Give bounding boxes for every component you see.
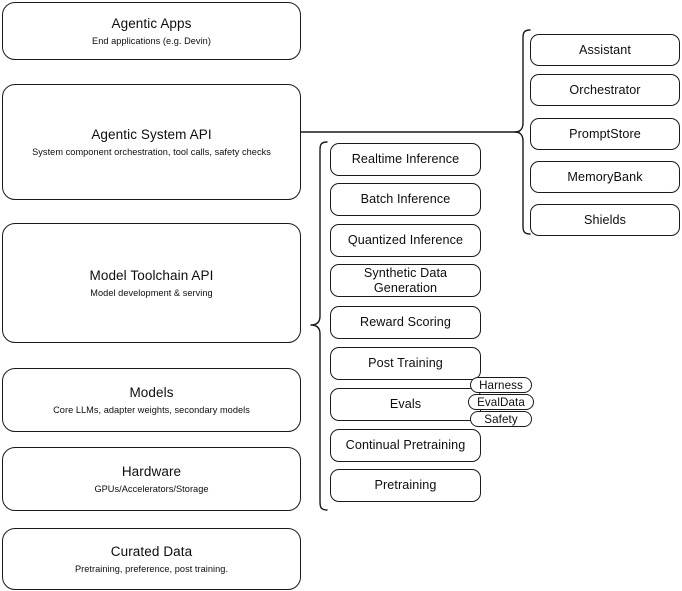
brace-middle-group	[310, 141, 328, 511]
chip-memorybank[interactable]: MemoryBank	[530, 161, 680, 193]
chip-label: Reward Scoring	[360, 315, 451, 329]
layer-card-models[interactable]: Models Core LLMs, adapter weights, secon…	[2, 368, 301, 432]
layer-title: Model Toolchain API	[89, 267, 214, 283]
layer-card-curated-data[interactable]: Curated Data Pretraining, preference, po…	[2, 528, 301, 590]
chip-label: Quantized Inference	[347, 233, 464, 247]
layer-card-agentic-system-api[interactable]: Agentic System API System component orch…	[2, 84, 301, 200]
layer-title: Agentic System API	[91, 126, 212, 142]
layer-title: Hardware	[121, 463, 182, 479]
layer-card-agentic-apps[interactable]: Agentic Apps End applications (e.g. Devi…	[2, 2, 301, 60]
chip-continual-pretraining[interactable]: Continual Pretraining	[330, 429, 481, 462]
chip-label: Evals	[389, 397, 422, 411]
chip-label: MemoryBank	[567, 169, 643, 184]
chip-synthetic-data-generation[interactable]: Synthetic Data Generation	[330, 264, 481, 297]
chip-post-training[interactable]: Post Training	[330, 347, 481, 380]
layer-subtitle: Core LLMs, adapter weights, secondary mo…	[53, 404, 250, 415]
layer-title: Agentic Apps	[111, 15, 192, 31]
chip-label: Pretraining	[374, 478, 437, 492]
chip-quantized-inference[interactable]: Quantized Inference	[330, 224, 481, 257]
pill-evaldata[interactable]: EvalData	[468, 394, 534, 410]
layer-card-hardware[interactable]: Hardware GPUs/Accelerators/Storage	[2, 447, 301, 511]
layer-subtitle: GPUs/Accelerators/Storage	[94, 483, 209, 494]
chip-label: Continual Pretraining	[345, 438, 466, 452]
pill-harness[interactable]: Harness	[470, 377, 532, 393]
brace-right-group	[514, 29, 531, 235]
pill-label: EvalData	[477, 395, 525, 409]
chip-label: Realtime Inference	[351, 152, 460, 166]
pill-label: Safety	[484, 412, 518, 426]
connector-system-api-to-right-group	[300, 131, 520, 133]
layer-subtitle: Model development & serving	[90, 287, 213, 298]
layer-card-model-toolchain-api[interactable]: Model Toolchain API Model development & …	[2, 223, 301, 343]
chip-label: Batch Inference	[360, 192, 451, 206]
chip-reward-scoring[interactable]: Reward Scoring	[330, 306, 481, 339]
layer-subtitle: End applications (e.g. Devin)	[92, 35, 211, 46]
chip-promptstore[interactable]: PromptStore	[530, 118, 680, 150]
chip-label: Assistant	[579, 42, 631, 57]
pill-label: Harness	[479, 378, 523, 392]
chip-label: Post Training	[368, 356, 443, 370]
pill-safety[interactable]: Safety	[470, 411, 532, 427]
chip-label: Orchestrator	[569, 82, 641, 97]
chip-label: PromptStore	[569, 126, 641, 141]
layer-title: Curated Data	[110, 543, 193, 559]
chip-label: Shields	[583, 212, 626, 227]
chip-label: Synthetic Data Generation	[363, 265, 448, 295]
layer-title: Models	[129, 384, 174, 400]
layer-subtitle: System component orchestration, tool cal…	[32, 146, 271, 157]
chip-assistant[interactable]: Assistant	[530, 34, 680, 66]
chip-batch-inference[interactable]: Batch Inference	[330, 183, 481, 216]
chip-shields[interactable]: Shields	[530, 204, 680, 236]
layer-subtitle: Pretraining, preference, post training.	[74, 563, 229, 574]
chip-evals[interactable]: Evals	[330, 388, 481, 421]
chip-pretraining[interactable]: Pretraining	[330, 469, 481, 502]
chip-realtime-inference[interactable]: Realtime Inference	[330, 143, 481, 176]
chip-orchestrator[interactable]: Orchestrator	[530, 74, 680, 106]
